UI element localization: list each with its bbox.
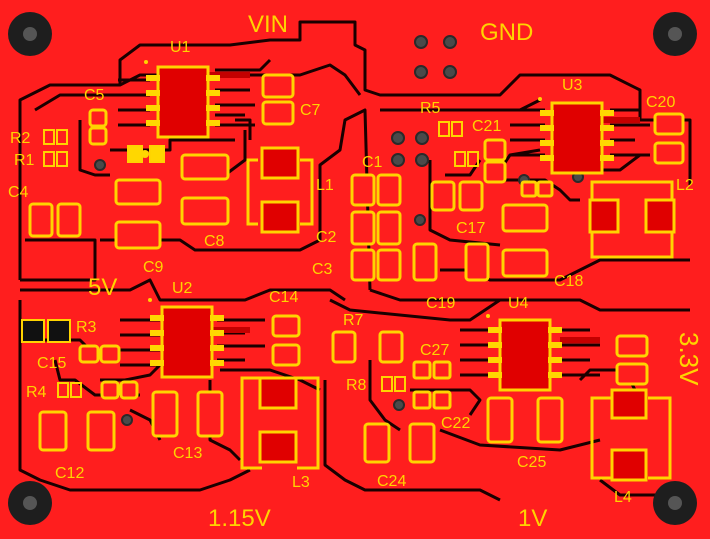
label-r5: R5 [420, 100, 441, 117]
label-c13: C13 [173, 445, 202, 462]
inductor-l1 [246, 146, 314, 234]
label-vin: VIN [248, 11, 288, 38]
label-c25: C25 [517, 454, 546, 471]
ic-u2 [148, 298, 224, 379]
label-c24: C24 [377, 473, 406, 490]
inductor-l2 [588, 180, 676, 259]
resistor-pads [21, 121, 479, 398]
label-1v15: 1.15V [208, 505, 271, 532]
inductor-l4 [590, 388, 672, 482]
ic-u4 [486, 314, 562, 392]
ic-u3 [538, 97, 614, 175]
label-c7: C7 [300, 102, 321, 119]
label-c3: C3 [312, 261, 333, 278]
label-l3: L3 [292, 474, 310, 491]
mounting-holes [8, 12, 697, 525]
label-c19: C19 [426, 295, 455, 312]
label-r1: R1 [14, 152, 35, 169]
label-c9: C9 [143, 259, 164, 276]
label-c17: C17 [456, 220, 485, 237]
label-c22: C22 [441, 415, 470, 432]
label-c8: C8 [204, 233, 225, 250]
label-u4: U4 [508, 295, 529, 312]
label-u1: U1 [170, 39, 191, 56]
label-u2: U2 [172, 280, 193, 297]
isolation-gaps [18, 20, 692, 502]
label-5v: 5V [88, 274, 117, 301]
ground-pads [141, 150, 149, 158]
label-c20: C20 [646, 94, 675, 111]
label-1v: 1V [518, 505, 547, 532]
label-c4: C4 [8, 184, 29, 201]
label-r7: R7 [343, 312, 364, 329]
label-3v3: 3.3V [674, 332, 704, 386]
label-c5: C5 [84, 87, 105, 104]
label-gnd: GND [480, 19, 533, 46]
label-c1: C1 [362, 154, 383, 171]
label-c18: C18 [554, 273, 583, 290]
inductor-l3 [240, 376, 320, 470]
label-r2: R2 [10, 130, 31, 147]
ic-u1 [144, 60, 220, 139]
label-r3: R3 [76, 319, 97, 336]
label-l4: L4 [614, 489, 632, 506]
label-c14: C14 [269, 289, 298, 306]
label-u3: U3 [562, 77, 583, 94]
silkscreen-labels: VIN GND 5V 3.3V 1.15V 1V U1 U2 U3 U4 L1 … [8, 11, 704, 532]
label-l2: L2 [676, 177, 694, 194]
label-c21: C21 [472, 118, 501, 135]
label-c15: C15 [37, 355, 66, 372]
label-r8: R8 [346, 377, 367, 394]
passive-footprints [28, 73, 685, 464]
label-c12: C12 [55, 465, 84, 482]
label-l1: L1 [316, 177, 334, 194]
label-c2: C2 [316, 229, 337, 246]
label-c27: C27 [420, 342, 449, 359]
label-r4: R4 [26, 384, 47, 401]
